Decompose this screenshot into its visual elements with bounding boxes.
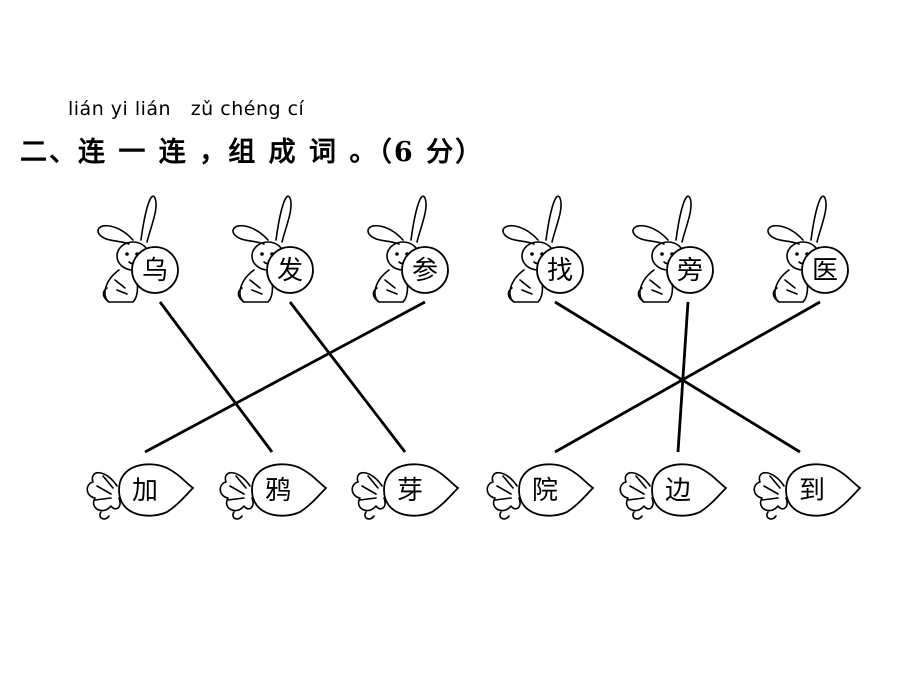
radish-card-2: 鸦 bbox=[219, 463, 328, 520]
question-title: 二、连 一 连 ，组 成 词 。（6 分） bbox=[20, 137, 485, 168]
radish-card-5: 边 bbox=[619, 463, 728, 520]
radish-leaves-icon bbox=[219, 471, 254, 520]
radish-body bbox=[651, 463, 728, 517]
radish-row: 加鸦芽院边到 bbox=[86, 463, 862, 520]
connection-line-2 bbox=[288, 301, 407, 453]
rabbit-card-4: 找 bbox=[502, 195, 584, 303]
character-circle bbox=[536, 246, 584, 294]
radish-leaves-icon bbox=[351, 471, 386, 520]
radish-body bbox=[118, 463, 195, 517]
rabbit-card-3: 参 bbox=[367, 195, 449, 303]
character-circle bbox=[266, 246, 314, 294]
character-circle bbox=[801, 246, 849, 294]
radish-card-1: 加 bbox=[86, 463, 195, 520]
radish-leaves-icon bbox=[619, 471, 654, 520]
radish-leaves-icon bbox=[753, 471, 788, 520]
rabbit-character: 旁 bbox=[677, 256, 703, 286]
rabbit-card-2: 发 bbox=[232, 195, 314, 303]
connection-line-1 bbox=[158, 301, 274, 453]
radish-character: 鸦 bbox=[265, 476, 291, 506]
connection-line-6 bbox=[554, 300, 821, 454]
radish-leaves-icon bbox=[486, 471, 521, 520]
rabbit-character: 乌 bbox=[142, 256, 168, 286]
radish-character: 边 bbox=[665, 476, 691, 506]
radish-character: 院 bbox=[532, 476, 558, 506]
radish-character: 芽 bbox=[397, 476, 423, 506]
radish-body bbox=[518, 463, 595, 517]
character-circle bbox=[666, 246, 714, 294]
radish-body bbox=[251, 463, 328, 517]
radish-body bbox=[785, 463, 862, 517]
rabbit-character: 发 bbox=[277, 256, 303, 286]
rabbit-row: 乌发参找旁医 bbox=[97, 195, 849, 303]
connection-line-5 bbox=[676, 301, 690, 453]
connection-lines bbox=[144, 300, 821, 454]
connection-line-3 bbox=[144, 300, 426, 454]
radish-body bbox=[383, 463, 460, 517]
rabbit-character: 找 bbox=[547, 256, 573, 286]
connection-line-4 bbox=[554, 300, 801, 454]
radish-card-4: 院 bbox=[486, 463, 595, 520]
radish-leaves-icon bbox=[86, 471, 121, 520]
rabbit-card-1: 乌 bbox=[97, 195, 179, 303]
character-circle bbox=[131, 246, 179, 294]
rabbit-character: 参 bbox=[412, 256, 438, 286]
rabbit-card-5: 旁 bbox=[632, 195, 714, 303]
rabbit-character: 医 bbox=[812, 256, 838, 286]
pinyin-annotation: lián yi lián zǔ chéng cí bbox=[68, 98, 305, 120]
radish-card-6: 到 bbox=[753, 463, 862, 520]
radish-character: 加 bbox=[132, 476, 158, 506]
radish-character: 到 bbox=[799, 476, 825, 506]
radish-card-3: 芽 bbox=[351, 463, 460, 520]
rabbit-icon bbox=[502, 195, 562, 303]
character-circle bbox=[401, 246, 449, 294]
rabbit-card-6: 医 bbox=[767, 195, 849, 303]
